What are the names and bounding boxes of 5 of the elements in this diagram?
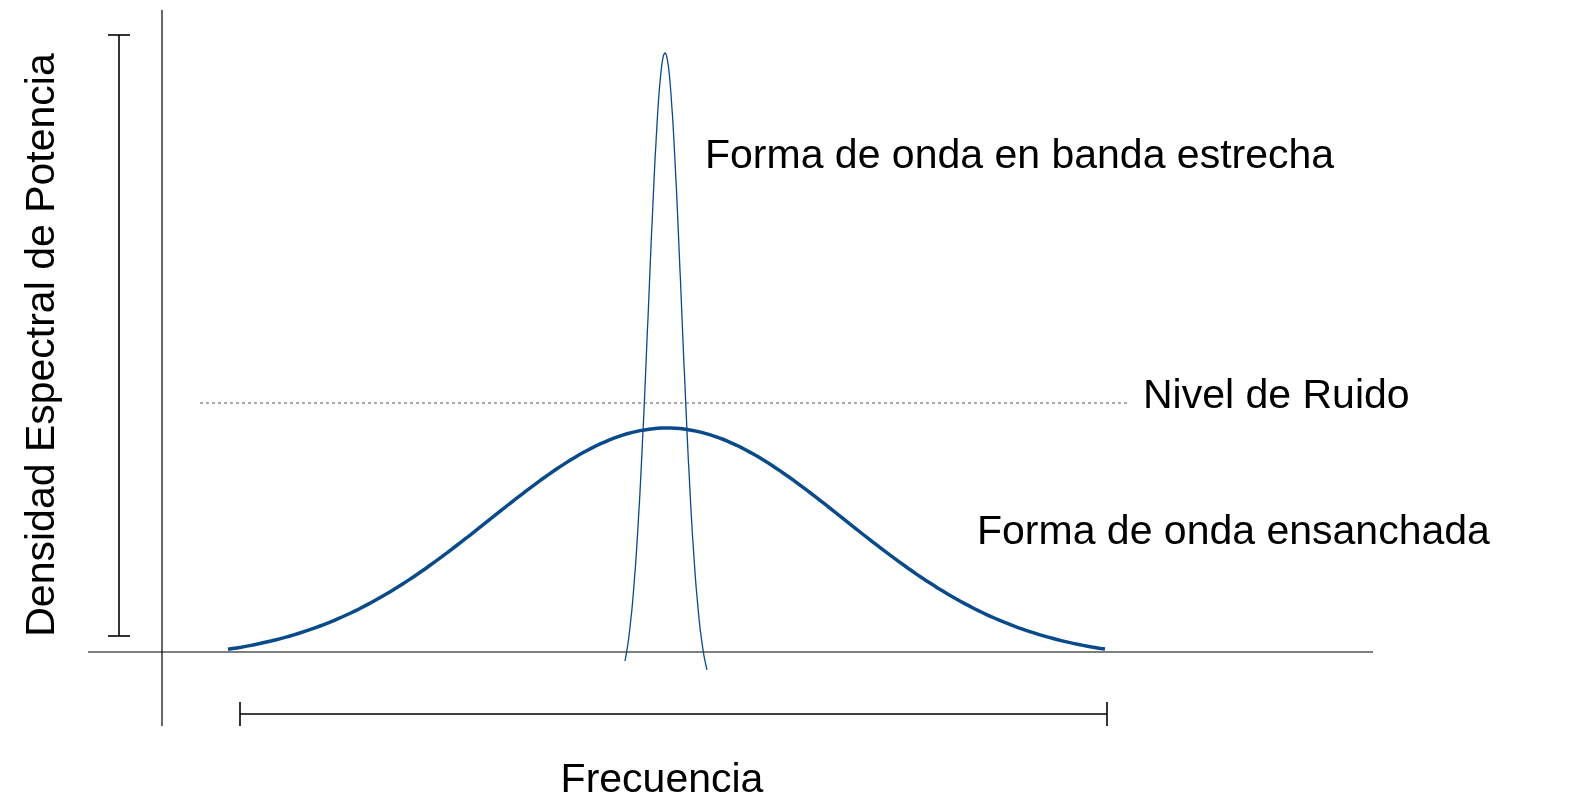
axis-title: Frecuencia (560, 757, 764, 799)
curve-label: Nivel de Ruido (1143, 373, 1410, 415)
axis-title: Densidad Espectral de Potencia (19, 53, 61, 637)
curve-label: Forma de onda ensanchada (977, 509, 1490, 551)
curve-label: Forma de onda en banda estrecha (705, 133, 1335, 175)
